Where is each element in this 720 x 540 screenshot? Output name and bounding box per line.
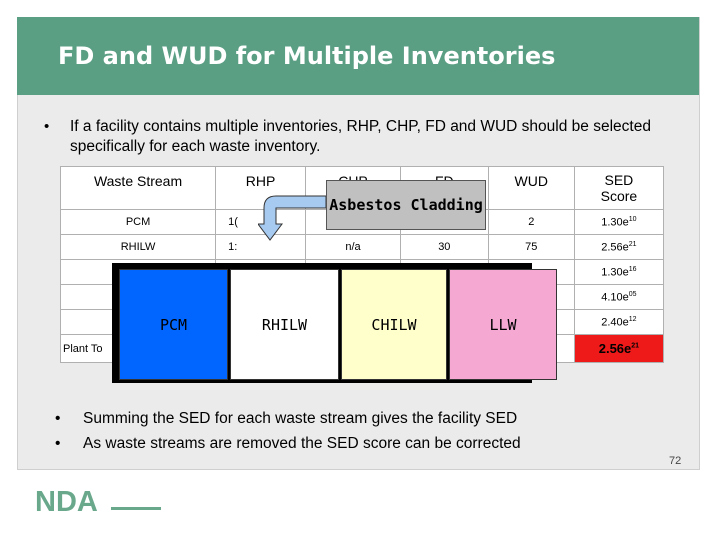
page-number: 72 (669, 455, 682, 467)
table-row: RHILW 1: n/a 30 75 2.56e21 (59, 234, 665, 260)
list-item: •Summing the SED for each waste stream g… (55, 410, 518, 427)
nda-logo: NDA (35, 486, 161, 517)
title-bar (17, 17, 699, 95)
slide-title: FD and WUD for Multiple Inventories (58, 42, 556, 70)
intro-text: If a facility contains multiple inventor… (70, 118, 651, 155)
bullet-icon: • (44, 118, 50, 135)
inventory-box-rhilw: RHILW (230, 269, 339, 380)
svg-text:NDA: NDA (35, 486, 98, 517)
header-waste-stream: Waste Stream (59, 166, 217, 210)
asbestos-cladding-label: Asbestos Cladding (326, 180, 486, 230)
inventory-box-chilw: CHILW (341, 269, 447, 380)
sed-cell: 2.56e21 (573, 234, 665, 260)
sed-cell: 2.40e12 (573, 309, 665, 335)
sed-cell: 1.30e10 (573, 209, 665, 235)
sed-cell: 1.30e16 (573, 259, 665, 285)
bottom-bullet-list: •Summing the SED for each waste stream g… (55, 410, 521, 460)
total-sed-cell: 2.56e21 (573, 334, 665, 363)
inventory-box-pcm: PCM (119, 269, 228, 380)
sed-cell: 4.10e05 (573, 284, 665, 310)
list-item: •As waste streams are removed the SED sc… (55, 435, 521, 452)
inventory-box-llw: LLW (449, 269, 557, 380)
curved-arrow-icon (258, 195, 327, 241)
header-wud: WUD (487, 166, 575, 210)
